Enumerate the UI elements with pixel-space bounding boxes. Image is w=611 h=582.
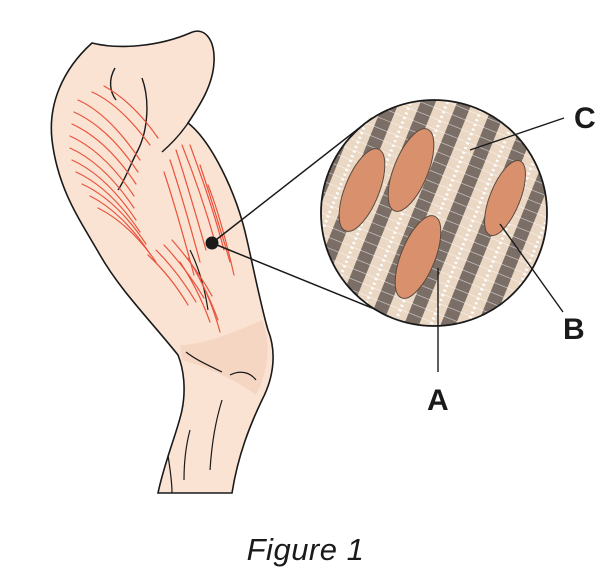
- label-c: C: [574, 102, 596, 135]
- thigh-front-contour: [161, 122, 189, 153]
- shin-contour-2: [183, 429, 191, 481]
- leader-line-b: [499, 223, 564, 313]
- nucleus-2: [387, 128, 435, 212]
- knee-shadow: [180, 320, 268, 395]
- knee-contour-2: [229, 371, 257, 381]
- figure-caption: Figure 1: [246, 532, 365, 567]
- thigh-inner-contour: [189, 249, 209, 311]
- leg-skin: [50, 30, 274, 494]
- nuclei: [338, 128, 526, 299]
- leader-line-c: [469, 117, 565, 151]
- nucleus-4: [484, 159, 526, 237]
- hip-contour: [109, 67, 117, 101]
- zoom-lines: [211, 117, 395, 318]
- magnified-muscle-tissue: [320, 99, 548, 327]
- leg-illustration: [50, 30, 274, 494]
- knee-contour-1: [185, 351, 223, 373]
- leader-lines: [437, 117, 565, 372]
- gluteal-contour: [117, 77, 148, 191]
- label-b: B: [563, 313, 585, 346]
- nucleus-3: [394, 215, 442, 299]
- magnified-circle-outline: [320, 99, 548, 327]
- nucleus-1: [338, 148, 386, 232]
- muscle-diagram: C B A: [50, 30, 596, 494]
- thigh-muscle-fibres: [69, 85, 235, 333]
- calf-contour: [167, 454, 173, 494]
- shin-contour-1: [209, 399, 223, 471]
- label-a: A: [427, 384, 449, 417]
